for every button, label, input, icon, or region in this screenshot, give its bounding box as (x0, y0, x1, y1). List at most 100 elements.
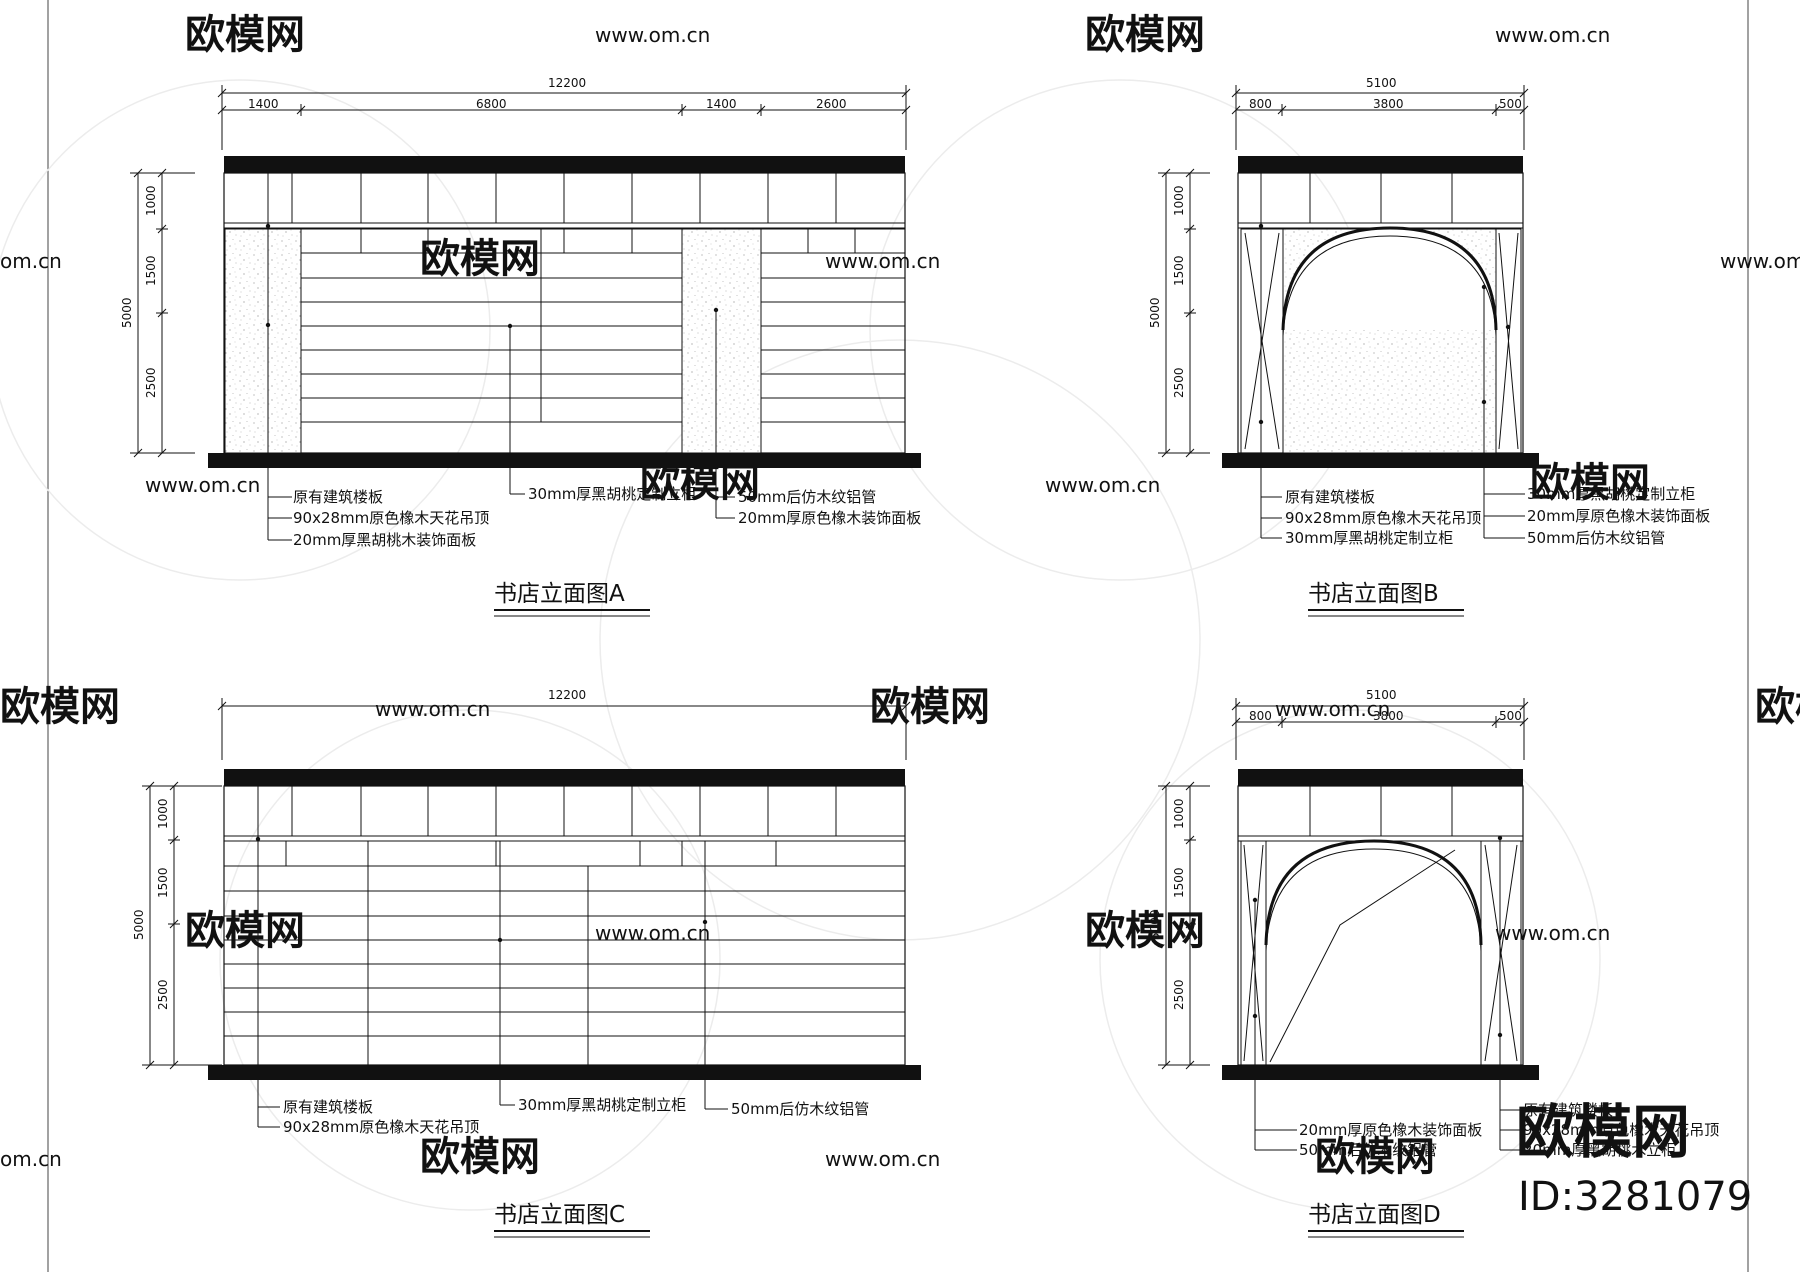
annotation-leaders (267, 226, 735, 541)
stone-panel-mid (681, 228, 762, 454)
width-dimensions (1231, 85, 1529, 150)
watermark-url: om.cn (0, 1147, 62, 1171)
height-segment-label: 1000 (144, 185, 158, 216)
elevation-d: 5100 800 3800 500 5000 1000 1500 2500 (1148, 688, 1719, 1238)
watermark-url: www.om.cn (145, 473, 260, 497)
height-segment-label: 2500 (1172, 367, 1186, 398)
leader-dots (1258, 223, 1511, 425)
material-note: 原有建筑楼板 (1523, 1101, 1613, 1119)
stone-panel-left (224, 228, 302, 454)
material-note: 50mm后仿木纹铝管 (1527, 529, 1665, 547)
watermark-brand: 欧模网 (1085, 908, 1205, 954)
segment-width-label: 6800 (476, 97, 507, 111)
material-note: 50mm后仿木纹铝管 (731, 1100, 869, 1118)
ceiling-slab (224, 156, 905, 173)
height-segment-label: 1500 (144, 255, 158, 286)
watermark-url: om.cn (0, 249, 62, 273)
material-note: 50mm后仿木纹铝管 (1299, 1141, 1437, 1159)
segment-width-label: 500 (1499, 97, 1522, 111)
height-segment-label: 1500 (1172, 867, 1186, 898)
watermark-brand: 欧模网 (0, 684, 120, 730)
segment-width-label: 800 (1249, 709, 1272, 723)
watermark-url: www.om.cn (595, 921, 710, 945)
leader-dots (255, 836, 708, 943)
material-note: 原有建筑楼板 (293, 488, 383, 506)
material-note: 原有建筑楼板 (1285, 488, 1375, 506)
watermark-brand: 欧模网 (1085, 12, 1205, 58)
bookshelf-a-right (760, 228, 906, 454)
height-segment-label: 1000 (156, 798, 170, 829)
material-note: 20mm厚原色橡木装饰面板 (738, 509, 921, 527)
ceiling-slab (224, 769, 905, 786)
height-segment-label: 2500 (1172, 979, 1186, 1010)
corner-id-label: ID:3281079 (1518, 1174, 1752, 1220)
height-dimensions (130, 168, 195, 458)
watermark-url: www.om.cn (1495, 921, 1610, 945)
material-note: 30mm厚黑胡桃定制立柜 (1527, 485, 1695, 503)
watermark-brand: 欧模网 (185, 12, 305, 58)
height-dimensions (1158, 168, 1210, 458)
background-arcs (0, 79, 1601, 1211)
material-note: 30mm厚黑胡桃定制立柜 (1285, 529, 1453, 547)
ceiling-slab (1238, 769, 1523, 786)
watermark-layer: 欧模网 www.om.cn 欧模网 www.om.cn om.cn 欧模网 ww… (0, 12, 1800, 1180)
leader-dots (1252, 835, 1503, 1038)
leader-dots (265, 223, 719, 329)
total-height-label: 5000 (1148, 909, 1162, 940)
material-note: 90x28mm原色橡木天花吊顶 (283, 1118, 479, 1136)
total-height-label: 5000 (1148, 297, 1162, 328)
floor-slab (208, 453, 921, 468)
watermark-url: www.om.cn (1045, 473, 1160, 497)
material-note: 30mm厚黑胡桃定制立柜 (518, 1096, 686, 1114)
ceiling-panels (224, 786, 905, 842)
annotation-leaders (1254, 838, 1520, 1151)
total-width-label: 5100 (1366, 688, 1397, 702)
watermark-brand: 欧模网 (870, 684, 990, 730)
watermark-url: www.om.cn (1495, 23, 1610, 47)
material-note: 30mm厚黑胡桃定制立柜 (528, 485, 696, 503)
material-note: 原有建筑楼板 (283, 1098, 373, 1116)
material-note: 20mm厚黑胡桃木装饰面板 (293, 531, 476, 549)
ceiling-panels (1238, 786, 1523, 842)
bookshelf-a-left (300, 228, 683, 454)
height-segment-label: 2500 (144, 367, 158, 398)
segment-width-label: 2600 (816, 97, 847, 111)
floor-slab (1222, 1065, 1539, 1080)
elevation-title: 书店立面图B (1308, 581, 1439, 607)
elevation-b: 5100 800 3800 500 5000 1000 1500 2500 (1148, 76, 1710, 617)
annotation-leaders (257, 839, 728, 1128)
elevation-title: 书店立面图A (494, 581, 625, 607)
height-dimensions (1158, 781, 1210, 1070)
ceiling-panels (224, 173, 905, 453)
watermark-url: www.om.cn (595, 23, 710, 47)
corner-brand-logo: 欧模网 (1516, 1098, 1690, 1166)
watermark-url: www.om.cn (1275, 697, 1390, 721)
height-segment-label: 1000 (1172, 185, 1186, 216)
height-segment-label: 1000 (1172, 798, 1186, 829)
height-segment-label: 1500 (1172, 255, 1186, 286)
segment-width-label: 3800 (1373, 709, 1404, 723)
segment-width-label: 1400 (248, 97, 279, 111)
floor-slab (1222, 453, 1539, 468)
segment-width-label: 800 (1249, 97, 1272, 111)
material-note: 50mm后仿木纹铝管 (738, 488, 876, 506)
segment-width-label: 3800 (1373, 97, 1404, 111)
elevation-title: 书店立面图D (1308, 1202, 1441, 1228)
material-note: 20mm厚黑胡桃木立柜 (1523, 1141, 1676, 1159)
watermark-brand: 欧模网 (1755, 684, 1800, 730)
height-segment-label: 1500 (156, 867, 170, 898)
elevation-a: 12200 1400 6800 1400 2600 5000 1000 1500… (120, 76, 921, 617)
watermark-url: www.om.cn (1720, 249, 1800, 273)
material-note: 20mm厚原色橡木装饰面板 (1299, 1121, 1482, 1139)
width-dimensions (217, 85, 911, 150)
width-dimensions (1231, 698, 1529, 760)
segment-width-label: 500 (1499, 709, 1522, 723)
watermark-url: www.om.cn (825, 1147, 940, 1171)
floor-slab (208, 1065, 921, 1080)
elevation-title: 书店立面图C (494, 1202, 625, 1228)
material-note: 90x28mm原色橡木天花吊顶 (1523, 1121, 1719, 1139)
watermark-brand: 欧模网 (1530, 460, 1650, 506)
total-width-label: 12200 (548, 688, 586, 702)
segment-width-label: 1400 (706, 97, 737, 111)
